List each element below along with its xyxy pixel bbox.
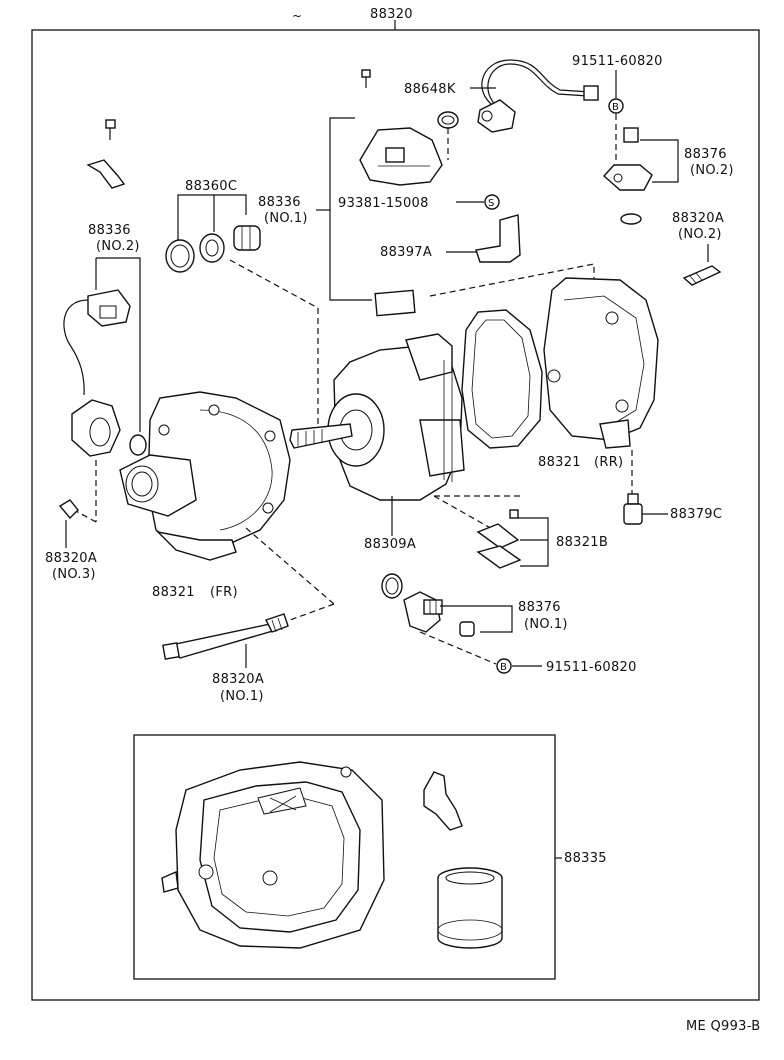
- label-valve-top: 88376: [684, 147, 727, 162]
- label-bolt-no1-no: (NO.1): [220, 689, 264, 704]
- svg-text:B: B: [500, 662, 507, 673]
- svg-text:B: B: [612, 102, 619, 113]
- label-valve-top-no: (NO.2): [690, 163, 734, 178]
- label-switch-no1: 88336: [258, 195, 301, 210]
- gasket-rear-icon: [461, 309, 543, 449]
- shaft: [289, 423, 353, 449]
- label-bolt-bottom: 91511-60820: [546, 660, 637, 675]
- marker-b-bottom: [496, 658, 512, 674]
- label-bolt-top-right: 91511-60820: [572, 54, 663, 69]
- plate-icon: [476, 509, 522, 569]
- thermistor-harness: [477, 59, 599, 133]
- clip-icon: [423, 771, 463, 831]
- label-switch-no1-no: (NO.1): [264, 211, 308, 226]
- switch-wire: [63, 299, 89, 396]
- label-code: ME Q993-B: [686, 1019, 760, 1034]
- gasket-set-icon: [161, 761, 385, 949]
- label-switch-no2: 88336: [88, 223, 131, 238]
- label-bolt-no3-no: (NO.3): [52, 567, 96, 582]
- switch-body: [71, 399, 121, 457]
- bracket-icon: [475, 214, 521, 263]
- marker-s: [484, 194, 500, 210]
- label-bracket-bolt: 93381-15008: [338, 196, 429, 211]
- bolt-icon: [105, 119, 116, 140]
- label-valve-bottom-no: (NO.1): [524, 617, 568, 632]
- o-ring-icon: [129, 434, 147, 456]
- label-cylinder: 88309A: [364, 537, 416, 552]
- label-shaft-seal-kit: 88360C: [185, 179, 237, 194]
- label-bolt-no2-no: (NO.2): [678, 227, 722, 242]
- switch-connector: [87, 289, 131, 327]
- svg-text:S: S: [488, 198, 494, 209]
- label-thermistor-harness: 88648K: [404, 82, 456, 97]
- label-front-housing-tag: (FR): [210, 585, 238, 600]
- label-rear-housing: 88321: [538, 455, 581, 470]
- seal-plug-icon: [233, 225, 261, 251]
- screw-icon: [361, 69, 371, 88]
- label-plate: 88321B: [556, 535, 608, 550]
- label-rear-housing-tag: (RR): [594, 455, 623, 470]
- label-switch-no2-no: (NO.2): [96, 239, 140, 254]
- gasket-kit-box: [133, 734, 556, 980]
- bolt-no3-icon: [58, 499, 79, 520]
- shaft-seal-icon: [199, 233, 225, 263]
- label-bolt-no3: 88320A: [45, 551, 97, 566]
- label-valve-bottom: 88376: [518, 600, 561, 615]
- gasket-square-icon: [374, 289, 416, 317]
- label-bracket: 88397A: [380, 245, 432, 260]
- label-assembly: 88320: [370, 7, 413, 22]
- through-bolt-icon: [162, 613, 289, 660]
- label-relief-valve: 88379C: [670, 507, 722, 522]
- clamp-icon: [86, 159, 126, 189]
- bolt-no2-icon: [682, 265, 722, 286]
- valve-top: [603, 127, 653, 191]
- front-housing: [119, 391, 291, 561]
- label-bolt-no1: 88320A: [212, 672, 264, 687]
- washer-icon: [620, 213, 642, 225]
- bracket-line: [329, 117, 355, 210]
- cylinder-liner-icon: [437, 867, 503, 949]
- valve-bottom: [403, 591, 475, 637]
- rear-housing: [543, 277, 659, 449]
- marker-b-top: [608, 98, 624, 114]
- label-bolt-no2: 88320A: [672, 211, 724, 226]
- relief-valve: [623, 493, 643, 525]
- label-gasket-kit: 88335: [564, 851, 607, 866]
- cylinder: [327, 333, 465, 501]
- label-front-housing: 88321: [152, 585, 195, 600]
- expansion-valve: [359, 127, 443, 186]
- svg-text:~: ~: [292, 9, 302, 23]
